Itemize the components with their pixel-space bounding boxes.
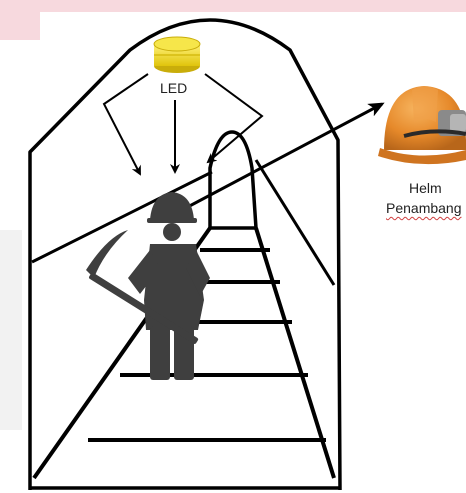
mining-helmet-icon bbox=[378, 86, 466, 164]
top-pink-band bbox=[0, 0, 466, 12]
helmet-label-penambang: Penambang bbox=[386, 201, 462, 215]
tunnel-far-opening bbox=[210, 132, 256, 228]
helmet-label-helm: Helm bbox=[409, 181, 442, 195]
left-gray-panel bbox=[0, 230, 22, 430]
miner-icon bbox=[128, 192, 210, 380]
led-lamp-icon bbox=[154, 37, 200, 73]
top-left-pink-band bbox=[0, 12, 40, 40]
led-label: LED bbox=[160, 81, 187, 95]
